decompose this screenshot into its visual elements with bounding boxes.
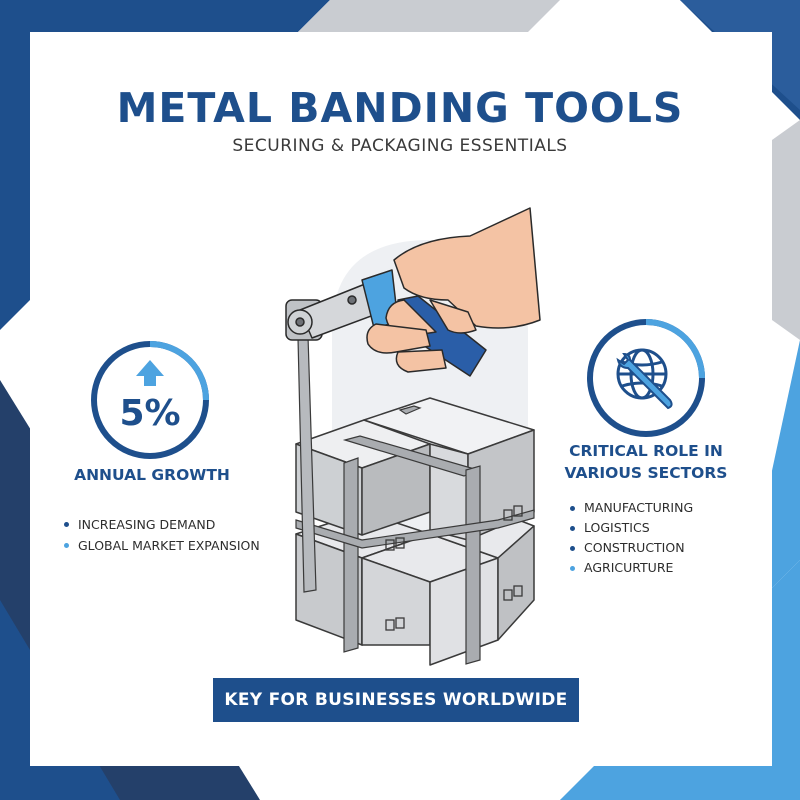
growth-bullet-list: INCREASING DEMAND GLOBAL MARKET EXPANSIO… [64,514,260,556]
bullet-dot [570,506,575,511]
list-item-text: AGRICURTURE [584,560,674,575]
list-item-text: MANUFACTURING [584,500,694,515]
sectors-title: CRITICAL ROLE IN VARIOUS SECTORS [558,440,734,484]
bullet-dot [64,543,69,548]
list-item: LOGISTICS [570,518,693,538]
arrow-up-icon [136,360,164,386]
list-item-text: GLOBAL MARKET EXPANSION [78,538,260,553]
bullet-dot [64,522,69,527]
sectors-badge [587,319,705,437]
growth-value: 5% [119,393,181,434]
hand [366,207,541,373]
box-stack [295,397,535,666]
sectors-title-line2: VARIOUS SECTORS [564,464,728,482]
list-item-text: LOGISTICS [584,520,650,535]
growth-label: ANNUAL GROWTH [74,466,230,484]
wrench-icon [616,352,673,410]
list-item: AGRICURTURE [570,558,693,578]
sectors-title-line1: CRITICAL ROLE IN [569,442,723,460]
bullet-dot [570,546,575,551]
sectors-list: MANUFACTURING LOGISTICS CONSTRUCTION AGR… [570,498,693,578]
list-item: INCREASING DEMAND [64,514,260,535]
growth-badge [91,341,209,459]
bullet-dot [570,526,575,531]
banding-tool-illustration [285,207,541,666]
page-subtitle: SECURING & PACKAGING ESSENTIALS [232,136,568,156]
list-item: MANUFACTURING [570,498,693,518]
footer-banner: KEY FOR BUSINESSES WORLDWIDE [213,678,579,722]
box-handles [385,505,523,631]
list-item: CONSTRUCTION [570,538,693,558]
bullet-dot [570,566,575,571]
list-item-text: CONSTRUCTION [584,540,685,555]
page-title: METAL BANDING TOOLS [116,84,684,132]
list-item: GLOBAL MARKET EXPANSION [64,535,260,556]
list-item-text: INCREASING DEMAND [78,517,216,532]
steel-bands [295,405,535,665]
